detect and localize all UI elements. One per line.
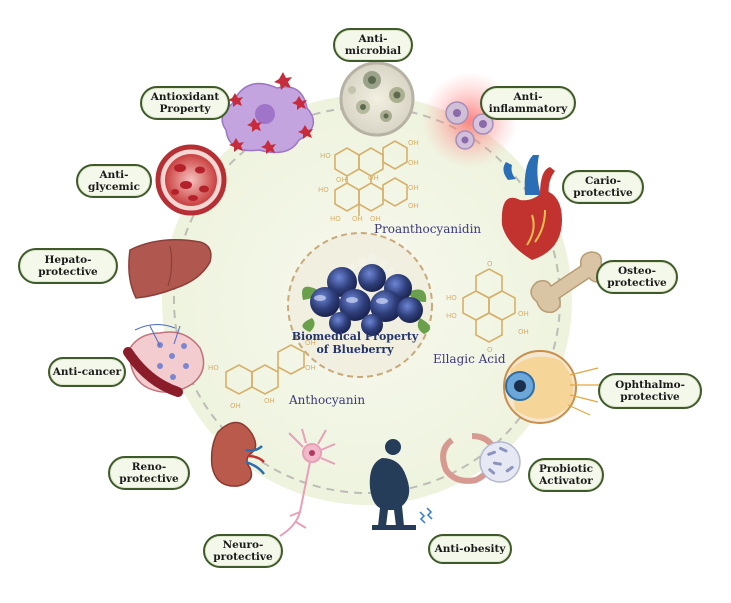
pill-osteoprotective-text: Osteo- protective (607, 265, 667, 289)
pill-antiglycemic-text: Anti- glycemic (88, 169, 140, 193)
ellagic-oh-labels: HO HO OH OH O O (446, 260, 529, 354)
svg-text:HO: HO (318, 186, 329, 194)
pill-ophthalmoprotective: Ophthalmo- protective (598, 373, 702, 409)
neuron-icon (279, 428, 336, 537)
svg-text:OH: OH (368, 174, 379, 182)
svg-text:O: O (487, 260, 493, 268)
pill-renoprotective: Reno- protective (108, 456, 190, 490)
tumor-tissue-icon (123, 324, 205, 397)
pill-antiinflammatory: Anti- inflammatory (480, 86, 576, 120)
pill-antimicrobial: Anti- microbial (333, 28, 413, 62)
svg-text:OH: OH (408, 184, 419, 192)
anthocyanin-molecule-icon (225, 344, 305, 395)
svg-text:HO: HO (208, 364, 219, 372)
pill-cardioprotective-text: Cario- protective (573, 175, 633, 199)
kidney-icon (210, 421, 265, 487)
antioxidant-cell-icon (221, 72, 315, 154)
svg-text:OH: OH (518, 328, 529, 336)
probiotic-bacteria-icon (440, 433, 521, 484)
svg-text:OH: OH (352, 215, 363, 223)
pill-hepatoprotective: Hepato- protective (18, 248, 118, 284)
svg-text:HO: HO (320, 152, 331, 160)
obesity-figure-icon (369, 439, 433, 530)
pill-antiobesity: Anti-obesity (428, 534, 512, 564)
ellagic-acid-molecule-icon (462, 268, 516, 343)
pill-antiobesity-text: Anti-obesity (434, 543, 506, 555)
svg-text:OH: OH (408, 159, 419, 167)
svg-text:O: O (487, 346, 493, 354)
pill-neuroprotective-text: Neuro- protective (213, 539, 273, 563)
pill-ophthalmoprotective-text: Ophthalmo- protective (615, 379, 685, 403)
blueberry-cluster-icon (302, 254, 431, 336)
proanthocyanidin-label: Proanthocyanidin (374, 222, 482, 236)
pill-probiotic-activator-text: Probiotic Activator (539, 463, 593, 487)
petri-dish-icon (339, 61, 415, 137)
proanthocyanidin-molecule-icon (334, 140, 408, 216)
eye-icon (503, 350, 600, 424)
svg-text:OH: OH (230, 402, 241, 410)
anthocyanin-label: Anthocyanin (289, 393, 366, 407)
svg-text:HO: HO (446, 312, 457, 320)
svg-text:OH: OH (305, 364, 316, 372)
svg-text:OH: OH (370, 215, 381, 223)
proanthocyanidin-oh-labels: HO OH OH OH OH HO OH OH HO OH OH (318, 139, 419, 223)
svg-text:OH: OH (305, 339, 316, 347)
pill-antioxidant-text: Antioxidant Property (150, 91, 220, 115)
anthocyanin-oh-labels: HO OH OH OH OH (208, 339, 316, 410)
svg-text:OH: OH (336, 176, 347, 184)
svg-text:OH: OH (408, 139, 419, 147)
pill-renoprotective-text: Reno- protective (119, 461, 179, 485)
blood-vessel-icon (155, 144, 227, 216)
heart-icon (501, 155, 562, 260)
pill-antiinflammatory-text: Anti- inflammatory (488, 91, 568, 115)
pill-osteoprotective: Osteo- protective (596, 260, 678, 294)
svg-text:OH: OH (408, 202, 419, 210)
svg-text:HO: HO (330, 215, 341, 223)
pill-antimicrobial-text: Anti- microbial (344, 33, 402, 57)
liver-icon (128, 239, 212, 299)
pill-probiotic-activator: Probiotic Activator (528, 458, 604, 492)
pill-anticancer-text: Anti-cancer (52, 366, 122, 378)
svg-text:HO: HO (446, 294, 457, 302)
center-title: Biomedical Property of Blueberry (291, 330, 419, 356)
svg-text:OH: OH (518, 310, 529, 318)
pill-cardioprotective: Cario- protective (562, 170, 644, 204)
pill-neuroprotective: Neuro- protective (203, 534, 283, 568)
ellagic-acid-label: Ellagic Acid (433, 352, 506, 366)
pill-antioxidant: Antioxidant Property (140, 86, 230, 120)
pill-anticancer: Anti-cancer (48, 357, 126, 387)
svg-text:OH: OH (264, 397, 275, 405)
pill-antiglycemic: Anti- glycemic (76, 164, 152, 198)
pill-hepatoprotective-text: Hepato- protective (38, 254, 98, 278)
